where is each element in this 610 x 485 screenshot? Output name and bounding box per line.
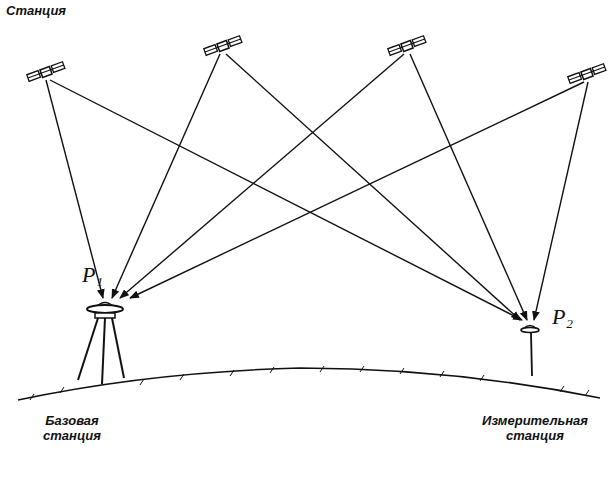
station-caption: Станция: [6, 4, 96, 19]
point-label: P₁: [82, 262, 122, 287]
signal-lines: [46, 54, 588, 320]
base-receiver: [78, 303, 124, 385]
base-station-label: Базовая станция: [22, 414, 122, 444]
rover-station-label: Измерительная станция: [470, 414, 600, 444]
rover-receiver: [521, 326, 539, 377]
point-label: P₂: [552, 304, 592, 329]
ground: [18, 366, 600, 400]
satellites: [27, 36, 606, 84]
